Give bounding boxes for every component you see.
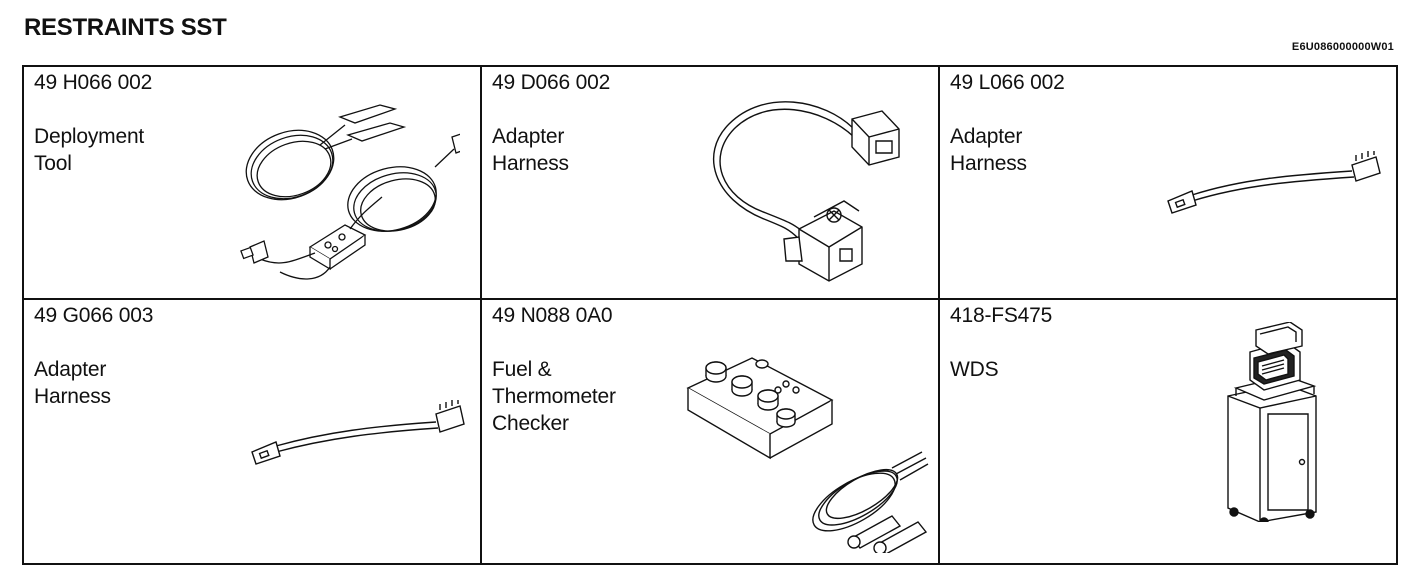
tool-cell-deployment-tool: 49 H066 002 Deployment Tool bbox=[24, 67, 482, 300]
tool-name: Adapter Harness bbox=[950, 125, 1027, 175]
fuel-thermometer-checker-illustration bbox=[682, 348, 937, 553]
tool-cell-adapter-harness-l066: 49 L066 002 Adapter Harness bbox=[940, 67, 1396, 300]
tool-part-number: 418-FS475 bbox=[950, 304, 1053, 327]
tool-name: Adapter Harness bbox=[492, 125, 569, 175]
deployment-tool-illustration bbox=[220, 97, 460, 292]
tool-part-number: 49 L066 002 bbox=[950, 71, 1065, 94]
tool-name: Fuel & Thermometer Checker bbox=[492, 358, 616, 435]
tool-name: Deployment Tool bbox=[34, 125, 145, 175]
tool-table: 49 H066 002 Deployment Tool bbox=[22, 65, 1398, 565]
document-code: E6U086000000W01 bbox=[1291, 41, 1394, 53]
tool-cell-wds: 418-FS475 WDS bbox=[940, 300, 1396, 563]
tool-cell-adapter-harness-g066: 49 G066 003 Adapter Harness bbox=[24, 300, 482, 563]
tool-part-number: 49 N088 0A0 bbox=[492, 304, 613, 327]
tool-cell-fuel-thermometer-checker: 49 N088 0A0 Fuel & Thermometer Checker bbox=[482, 300, 940, 563]
tool-part-number: 49 G066 003 bbox=[34, 304, 154, 327]
tool-cell-adapter-harness-d066: 49 D066 002 Adapter Harness bbox=[482, 67, 940, 300]
page-title: RESTRAINTS SST bbox=[24, 14, 227, 41]
adapter-harness-cable-illustration bbox=[1162, 151, 1392, 221]
tool-part-number: 49 D066 002 bbox=[492, 71, 611, 94]
wds-cart-illustration bbox=[1224, 322, 1324, 522]
tool-name: Adapter Harness bbox=[34, 358, 111, 408]
adapter-harness-connector-illustration bbox=[704, 89, 929, 294]
tool-part-number: 49 H066 002 bbox=[34, 71, 153, 94]
adapter-harness-cable-illustration bbox=[246, 400, 476, 470]
tool-name: WDS bbox=[950, 358, 999, 381]
